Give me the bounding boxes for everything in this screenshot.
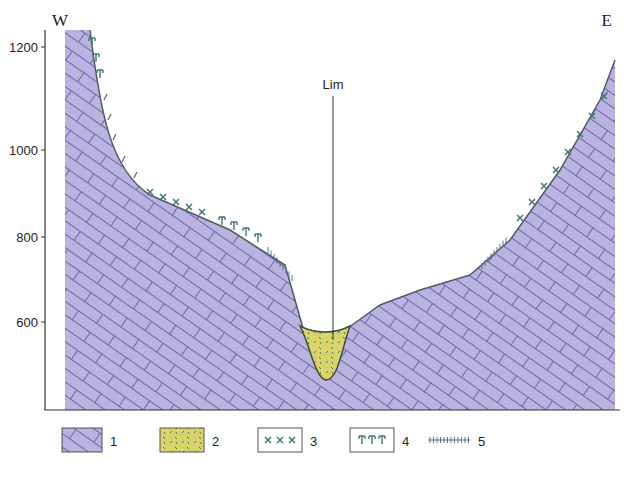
hatch-symbol bbox=[491, 253, 492, 259]
hatch-symbol bbox=[440, 437, 441, 443]
grass-symbol bbox=[113, 134, 116, 140]
legend-swatch-limestone bbox=[62, 428, 102, 452]
grass-symbol bbox=[104, 94, 107, 100]
cross-symbol bbox=[541, 183, 547, 189]
cross-symbol bbox=[277, 437, 283, 443]
hatch-symbol bbox=[500, 244, 501, 250]
hatch-symbol bbox=[506, 237, 507, 243]
cross-symbol bbox=[173, 199, 179, 205]
hatch-symbol bbox=[468, 437, 469, 443]
frame-axis bbox=[45, 30, 620, 410]
hatch-symbol bbox=[292, 275, 293, 281]
elevation-label: 1200 bbox=[9, 41, 38, 54]
hatch-symbol bbox=[444, 437, 445, 443]
alluvium-fill bbox=[300, 326, 350, 380]
cross-symbol bbox=[199, 209, 205, 215]
hatch-symbol bbox=[458, 437, 459, 443]
vegetation-symbol bbox=[97, 70, 103, 78]
ground-surface bbox=[90, 30, 615, 345]
compass-label: E bbox=[602, 12, 612, 29]
legend-number: 1 bbox=[110, 435, 117, 448]
hatch-symbol bbox=[488, 257, 489, 263]
limestone-bedrock bbox=[65, 30, 615, 410]
vegetation-symbol bbox=[231, 222, 237, 230]
hatch-symbol bbox=[482, 263, 483, 269]
legend-number: 3 bbox=[310, 435, 317, 448]
hatch-symbol bbox=[277, 258, 278, 264]
vegetation-symbol bbox=[255, 234, 261, 242]
elevation-label: 1000 bbox=[9, 144, 38, 157]
hatch-symbol bbox=[271, 251, 272, 257]
hatch-symbol bbox=[280, 261, 281, 267]
hatch-symbol bbox=[289, 272, 290, 278]
grass-symbol bbox=[122, 156, 125, 162]
vegetation-symbol bbox=[369, 436, 375, 444]
hatch-symbol bbox=[451, 437, 452, 443]
vegetation-symbol bbox=[359, 436, 365, 444]
hatch-symbol bbox=[461, 437, 462, 443]
hatch-symbol bbox=[274, 254, 275, 260]
hatch-symbol bbox=[430, 437, 431, 443]
vegetation-symbol bbox=[93, 54, 99, 62]
vegetation-symbol bbox=[243, 228, 249, 236]
legend-number: 5 bbox=[478, 435, 485, 448]
river-label: Lim bbox=[323, 78, 344, 91]
cross-symbol bbox=[160, 194, 166, 200]
hatch-symbol bbox=[283, 265, 284, 271]
legend-swatch-hatch-base bbox=[428, 440, 470, 441]
grass-symbol bbox=[108, 114, 111, 120]
legend-swatch-cross bbox=[258, 428, 302, 452]
hatch-symbol bbox=[485, 260, 486, 266]
legend-number: 2 bbox=[212, 435, 219, 448]
leader-line bbox=[333, 96, 334, 340]
cross-symbol bbox=[589, 113, 595, 119]
legend-swatch-tree bbox=[350, 428, 394, 452]
hatch-symbol bbox=[268, 247, 269, 253]
cross-symbol bbox=[289, 437, 295, 443]
hatch-symbol bbox=[454, 437, 455, 443]
axis-ticks bbox=[41, 47, 45, 322]
hatch-symbol bbox=[497, 247, 498, 253]
compass-label: W bbox=[52, 12, 68, 29]
vegetation-symbol bbox=[219, 217, 225, 225]
elevation-label: 800 bbox=[16, 231, 38, 244]
cross-symbol bbox=[601, 93, 607, 99]
hatch-symbol bbox=[433, 437, 434, 443]
hatch-symbol bbox=[447, 437, 448, 443]
hatch-symbol bbox=[465, 437, 466, 443]
grass-symbol bbox=[134, 172, 137, 178]
vegetation-symbol bbox=[89, 38, 95, 46]
vegetation-symbol bbox=[379, 436, 385, 444]
elevation-label: 600 bbox=[16, 316, 38, 329]
cross-symbol bbox=[553, 167, 559, 173]
cross-symbol bbox=[265, 437, 271, 443]
legend-number: 4 bbox=[402, 435, 409, 448]
hatch-symbol bbox=[437, 437, 438, 443]
cross-symbol bbox=[577, 131, 583, 137]
cross-symbol bbox=[517, 215, 523, 221]
cross-symbol bbox=[147, 189, 153, 195]
hatch-symbol bbox=[503, 241, 504, 247]
hatch-symbol bbox=[286, 268, 287, 274]
surface-symbols bbox=[89, 38, 607, 444]
legend-swatch-alluvium bbox=[160, 428, 204, 452]
cross-symbol bbox=[565, 149, 571, 155]
cross-symbol bbox=[186, 204, 192, 210]
hatch-symbol bbox=[494, 250, 495, 256]
cross-symbol bbox=[529, 199, 535, 205]
